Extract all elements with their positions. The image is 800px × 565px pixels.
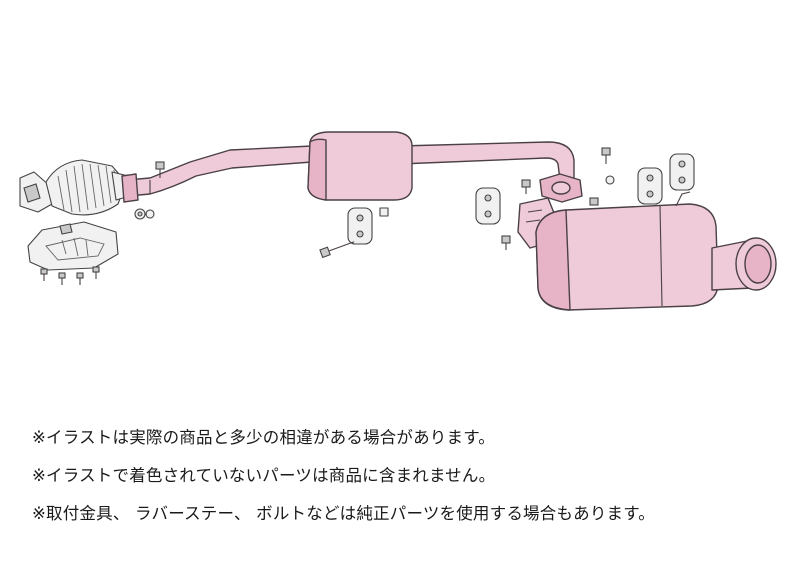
tailpipe-icon xyxy=(711,237,777,291)
muffler-icon xyxy=(535,191,719,311)
catalytic-converter-icon xyxy=(19,159,131,216)
heat-shield-icon xyxy=(27,221,119,271)
exhaust-system-diagram xyxy=(19,131,777,311)
disclaimer-notes: ※イラストは実際の商品と多少の相違がある場合があります。 ※イラストで着色されて… xyxy=(32,428,792,542)
pipe-icon xyxy=(121,141,575,203)
note-uncolored-parts-excluded: ※イラストで着色されていないパーツは商品に含まれません。 xyxy=(32,466,496,485)
note-stock-parts-used: ※取付金具、 ラバーステー、 ボルトなどは純正パーツを使用する場合もあります。 xyxy=(32,504,655,523)
muffler-icon xyxy=(307,131,413,201)
rubber-hanger-icon xyxy=(347,153,695,245)
bolt-icon xyxy=(134,147,615,259)
note-illustration-difference: ※イラストは実際の商品と多少の相違がある場合があります。 xyxy=(32,428,495,447)
bolt-icon xyxy=(40,266,100,285)
